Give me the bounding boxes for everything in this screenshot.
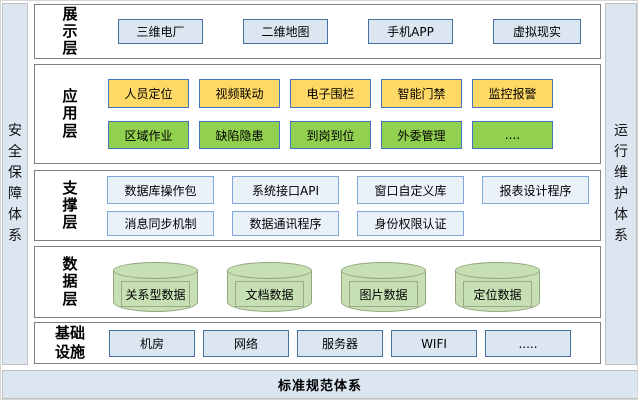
diagram-box: .... <box>472 121 553 149</box>
infrastructure-row: 机房 网络 服务器 WIFI ..... <box>109 330 571 357</box>
diagram-box: 服务器 <box>297 330 383 357</box>
diagram-box: 手机APP <box>368 19 453 44</box>
diagram-box: 人员定位 <box>108 79 189 108</box>
diagram-box: 机房 <box>109 330 195 357</box>
application-row-1: 人员定位 视频联动 电子围栏 智能门禁 监控报警 <box>108 79 553 108</box>
layer-label-text: 展示层 <box>62 4 78 58</box>
layer-label-text: 支撑层 <box>62 178 78 232</box>
diagram-box: 智能门禁 <box>381 79 462 108</box>
diagram-box: WIFI <box>391 330 477 357</box>
pillar-operation-maintenance: 运行维护体系 <box>605 3 637 365</box>
data-cylinder: 定位数据 <box>455 262 540 312</box>
cylinder-label: 关系型数据 <box>121 281 190 307</box>
support-row-2: 消息同步机制 数据通讯程序 身份权限认证 <box>107 211 464 236</box>
cylinder-label: 图片数据 <box>349 281 418 307</box>
layer-application: 应用层 人员定位 视频联动 电子围栏 智能门禁 监控报警 区域作业 缺陷隐患 到… <box>34 64 601 164</box>
layer-data-label: 数据层 <box>49 247 91 317</box>
diagram-box: 数据通讯程序 <box>232 211 339 236</box>
diagram-box: 虚拟现实 <box>493 19 581 44</box>
diagram-box: 电子围栏 <box>290 79 371 108</box>
diagram-box: 报表设计程序 <box>482 176 589 204</box>
cylinder-label: 定位数据 <box>463 281 532 307</box>
layer-support: 支撑层 数据库操作包 系统接口API 窗口自定义库 报表设计程序 消息同步机制 … <box>34 170 601 241</box>
data-row: 关系型数据 文档数据 图片数据 定位数据 <box>113 262 540 312</box>
layer-display: 展示层 三维电厂 二维地图 手机APP 虚拟现实 <box>34 4 601 59</box>
layer-label-text: 应用层 <box>62 87 78 140</box>
diagram-box: 消息同步机制 <box>107 211 214 236</box>
diagram-box: 网络 <box>203 330 289 357</box>
layer-data: 数据层 关系型数据 文档数据 图片数据 定位数据 <box>34 246 601 318</box>
pillar-operation-label: 运行维护体系 <box>614 123 628 244</box>
diagram-box: 系统接口API <box>232 176 339 204</box>
diagram-box: 二维地图 <box>243 19 328 44</box>
cylinder-top <box>227 262 312 279</box>
diagram-box: 窗口自定义库 <box>357 176 464 204</box>
diagram-box: 区域作业 <box>108 121 189 149</box>
data-cylinder: 文档数据 <box>227 262 312 312</box>
layer-infrastructure: 基础设施 机房 网络 服务器 WIFI ..... <box>34 322 601 364</box>
layer-support-label: 支撑层 <box>49 171 91 240</box>
display-row: 三维电厂 二维地图 手机APP 虚拟现实 <box>118 19 581 44</box>
pillar-security-assurance: 安全保障体系 <box>2 3 28 365</box>
diagram-box: ..... <box>485 330 571 357</box>
diagram-box: 三维电厂 <box>118 19 203 44</box>
data-cylinder: 图片数据 <box>341 262 426 312</box>
diagram-box: 视频联动 <box>199 79 280 108</box>
layer-infrastructure-label: 基础设施 <box>49 323 91 363</box>
pillar-security-label: 安全保障体系 <box>8 123 22 244</box>
cylinder-top <box>113 262 198 279</box>
cylinder-top <box>455 262 540 279</box>
application-row-2: 区域作业 缺陷隐患 到岗到位 外委管理 .... <box>108 121 553 149</box>
data-cylinder: 关系型数据 <box>113 262 198 312</box>
diagram-box: 到岗到位 <box>290 121 371 149</box>
support-row-1: 数据库操作包 系统接口API 窗口自定义库 报表设计程序 <box>107 176 589 204</box>
diagram-box: 数据库操作包 <box>107 176 214 204</box>
layer-display-label: 展示层 <box>49 5 91 58</box>
pillar-standards-label: 标准规范体系 <box>277 379 362 394</box>
layer-application-label: 应用层 <box>49 65 91 163</box>
diagram-box: 缺陷隐患 <box>199 121 280 149</box>
diagram-box: 身份权限认证 <box>357 211 464 236</box>
diagram-box: 监控报警 <box>472 79 553 108</box>
cylinder-top <box>341 262 426 279</box>
pillar-standards: 标准规范体系 <box>2 370 637 399</box>
layer-label-text: 数据层 <box>62 255 78 308</box>
cylinder-label: 文档数据 <box>235 281 304 307</box>
diagram-box: 外委管理 <box>381 121 462 149</box>
layer-label-text: 基础设施 <box>54 324 85 361</box>
